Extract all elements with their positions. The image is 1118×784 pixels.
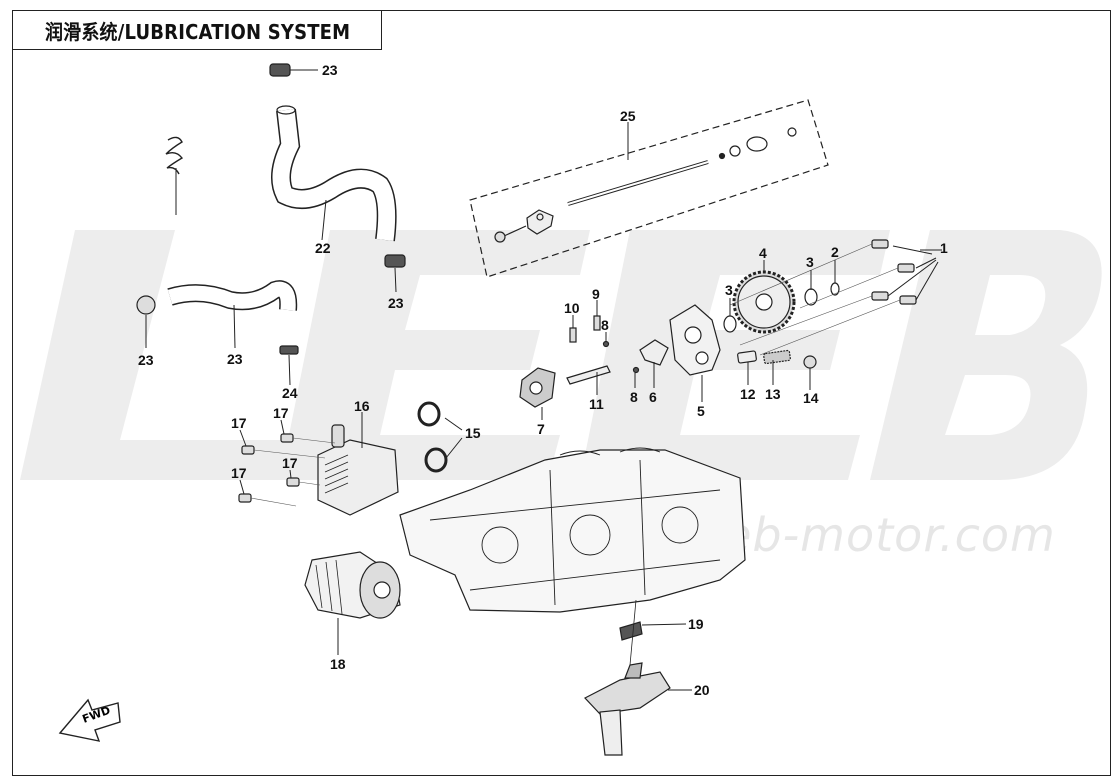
callout-17: 17	[282, 455, 298, 471]
callout-16: 16	[354, 398, 370, 414]
leader-lines	[145, 69, 942, 691]
oil-strainer-parts	[584, 599, 671, 756]
callout-21: 22	[315, 240, 331, 256]
callout-23: 23	[322, 62, 338, 78]
callout-19: 19	[688, 616, 704, 632]
crankcase	[399, 447, 746, 613]
callout-23: 24	[282, 385, 298, 401]
clamp-23	[136, 63, 406, 355]
forward-arrow-icon: FWD	[58, 698, 121, 742]
callout-8: 8	[630, 389, 638, 405]
clip-25	[165, 136, 184, 175]
page-title: 润滑系统/LUBRICATION SYSTEM	[45, 19, 351, 44]
callout-17: 17	[231, 415, 247, 431]
callout-18: 18	[330, 656, 346, 672]
callout-3: 3	[806, 254, 814, 270]
hose-22	[167, 280, 298, 311]
callout-3: 3	[725, 282, 733, 298]
callout-1: 1	[940, 240, 948, 256]
drawing-frame	[12, 10, 1111, 776]
callout-11: 11	[589, 396, 604, 412]
callout-22: 23	[227, 351, 243, 367]
callout-23: 23	[138, 352, 154, 368]
callout-2: 2	[831, 244, 839, 260]
callout-12: 12	[740, 386, 756, 402]
callout-5: 5	[697, 403, 705, 419]
callout-10: 10	[564, 300, 580, 316]
callout-14: 14	[803, 390, 819, 406]
callout-17: 17	[273, 405, 289, 421]
callout-8: 8	[601, 317, 609, 333]
oil-filter-18	[304, 551, 401, 619]
callout-15: 15	[465, 425, 481, 441]
callout-23: 23	[388, 295, 404, 311]
oil-pump-shaft-group-24	[469, 99, 829, 278]
callout-24: 25	[620, 108, 636, 124]
callout-4: 4	[759, 245, 767, 261]
callout-7: 7	[537, 421, 545, 437]
callout-13: 13	[765, 386, 781, 402]
title-box: 润滑系统/LUBRICATION SYSTEM	[12, 10, 382, 50]
hose-21	[271, 105, 397, 242]
callout-17: 17	[231, 465, 247, 481]
callout-9: 9	[592, 286, 600, 302]
watermark-logo	[20, 230, 1102, 480]
callout-20: 20	[694, 682, 710, 698]
oil-cooler-parts	[238, 401, 448, 516]
callout-labels: 23 22 23 23 23 24 25 1 2 3 3 4 5 6 7 8 8…	[138, 62, 948, 698]
callout-6: 6	[649, 389, 657, 405]
